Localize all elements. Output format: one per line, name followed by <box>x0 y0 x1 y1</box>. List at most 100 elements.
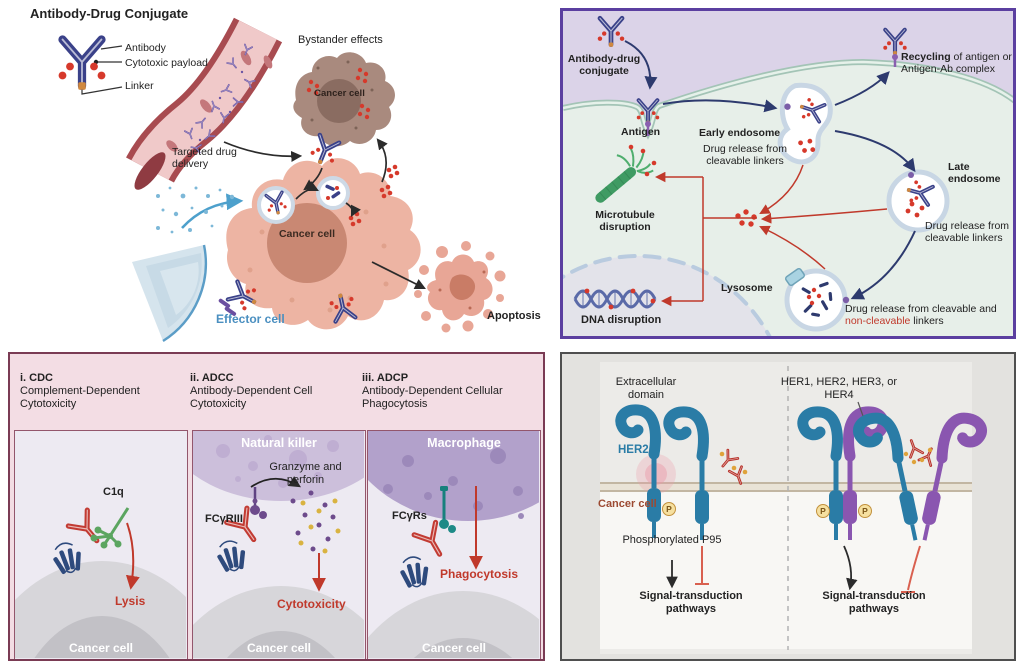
drug-release-lysosome-label: Drug release from cleavable and non-clea… <box>845 303 997 328</box>
apoptosis-cell <box>414 241 506 333</box>
adc-particles-in-vessel <box>183 43 256 154</box>
adcp-abbr: iii. ADCP <box>362 372 409 384</box>
left-inhibition-line <box>695 546 709 585</box>
plasma-membrane <box>600 482 972 492</box>
adcc-antigen <box>213 537 250 575</box>
legend-linker-label: Linker <box>125 80 154 92</box>
adcp-card: Macrophage FCγRs Phagocytosis Cancer cel… <box>367 430 541 659</box>
signal-left-label: Signal-transduction pathways <box>639 590 743 615</box>
cancer-cell-label: Cancer cell <box>278 228 336 240</box>
adc-legend-glyph <box>59 40 106 90</box>
c1q-label: C1q <box>103 486 124 498</box>
adcp-art <box>368 431 539 658</box>
panel-her-signaling: Extracellular domain HER2 Cancer cell Ph… <box>560 352 1016 661</box>
antigen-glyph <box>645 121 651 136</box>
dimer2-inhibition-line <box>901 545 921 593</box>
adc-fragments-on-her2 <box>716 448 749 488</box>
targeted-delivery-label: Targeted drug delivery <box>172 146 237 171</box>
early-endosome <box>777 82 833 165</box>
recycling-label: Recycling of antigen or Antigen-Ab compl… <box>901 51 1013 76</box>
non-cleavable-red-text: non-cleavable <box>845 315 911 328</box>
bystander-effects-label: Bystander effects <box>298 34 383 46</box>
cdc-art <box>15 507 186 658</box>
phospho-circle-dimer-right: P <box>858 504 872 518</box>
signal-right-label: Signal-transduction pathways <box>822 590 926 615</box>
late-endosome <box>886 169 950 233</box>
c1q-glyph <box>90 507 130 549</box>
adcp-cancer-cell-label: Cancer cell <box>421 641 487 655</box>
effector-cell-label: Effector cell <box>216 312 285 326</box>
her2-label: HER2 <box>618 444 649 456</box>
fcgriii-label: FCγRIII <box>205 513 243 525</box>
cdc-arrow <box>125 522 140 590</box>
late-endosome-label: Late endosome <box>948 161 1001 186</box>
effector-receptor <box>218 298 237 316</box>
cytotoxicity-label: Cytotoxicity <box>277 597 346 611</box>
early-endosome-label: Early endosome <box>699 127 781 139</box>
drug-action-arrows <box>654 164 888 307</box>
granzyme-perforin-dots <box>290 490 341 554</box>
trafficking-arrows <box>624 40 916 300</box>
cdc-abbr: i. CDC <box>20 372 53 384</box>
cancer-cell-label-d: Cancer cell <box>598 498 657 510</box>
adcc-cancer-cell-label: Cancer cell <box>246 641 312 655</box>
payload-dots-bystander <box>306 67 371 120</box>
adcp-name: Antibody-Dependent Cellular Phagocytosis <box>362 384 503 410</box>
main-cancer-cell <box>226 158 421 330</box>
cdc-cancer-cell-label: Cancer cell <box>68 641 134 655</box>
cdc-name: Complement-Dependent Cytotoxicity <box>20 384 140 410</box>
granzyme-arrow <box>250 476 301 488</box>
adcc-card: Natural killer Granzyme and perforin FCγ… <box>192 430 366 659</box>
microtubule-disruption-label: Microtubule disruption <box>595 209 655 234</box>
macrophage-label: Macrophage <box>427 436 501 450</box>
nk-cell <box>193 431 364 501</box>
phospho-circle-her2: P <box>662 502 676 516</box>
phospho-circle-dimer-left: P <box>816 504 830 518</box>
flow-arrows <box>223 138 426 289</box>
fcgriii-receptor <box>250 487 267 519</box>
adcc-art <box>193 431 364 658</box>
legend-antibody-label: Antibody <box>125 42 166 54</box>
dimer1-signal-arrow <box>843 545 858 591</box>
panel-adc-overview: Antibody-Drug Conjugate Antibody Cytotox… <box>0 0 556 350</box>
cell-membrane <box>563 58 1013 140</box>
dna-helix <box>573 288 657 310</box>
legend-payload-label: Cytotoxic payload <box>125 57 208 69</box>
drug-release-early-label: Drug release from cleavable linkers <box>702 143 788 168</box>
adcp-header: iii. ADCP Antibody-Dependent Cellular Ph… <box>362 372 537 411</box>
panel-effector-mechanisms: i. CDC Complement-Dependent Cytotoxicity… <box>8 352 545 661</box>
adc-label: Antibody-drug conjugate <box>567 53 641 78</box>
extracellular-domain-label: Extracellular domain <box>615 376 677 401</box>
phagocytosis-label: Phagocytosis <box>440 567 519 581</box>
recycling-rest: of antigen or Antigen-Ab complex <box>901 51 1012 76</box>
effector-secretion <box>156 186 244 234</box>
adcc-header: ii. ADCC Antibody-Dependent Cell Cytotox… <box>190 372 355 411</box>
degradation-vesicle <box>316 176 350 210</box>
adcc-cancer-cell <box>193 586 364 658</box>
adc-overview-art <box>0 17 506 343</box>
fcgr-receptor <box>439 486 456 533</box>
adcc-abbr: ii. ADCC <box>190 372 234 384</box>
her-family-label: HER1, HER2, HER3, or HER4 <box>780 376 898 401</box>
adcp-cancer-cell <box>368 591 539 658</box>
adc-fragments-between-dimer <box>903 436 939 467</box>
fcgrs-label: FCγRs <box>392 510 427 522</box>
apoptosis-label: Apoptosis <box>487 310 541 322</box>
cdc-header: i. CDC Complement-Dependent Cytotoxicity <box>20 372 180 411</box>
bystander-cell-label: Cancer cell <box>314 88 365 99</box>
panel-a-title: Antibody-Drug Conjugate <box>30 6 189 21</box>
cdc-card: C1q Lysis Cancer cell <box>14 430 188 659</box>
effector-cell <box>132 244 207 343</box>
released-payload-dots <box>348 164 400 227</box>
natural-killer-label: Natural killer <box>241 436 317 450</box>
recycling-bold: Recycling <box>901 51 951 63</box>
dna-disruption-label: DNA disruption <box>581 314 662 326</box>
lysosome <box>784 267 850 332</box>
internalization-art <box>563 11 1013 336</box>
antigen-label: Antigen <box>621 126 661 138</box>
panel-internalization: Antibody-drug conjugate Antigen Early en… <box>560 8 1016 339</box>
granzyme-label: Granzyme and perforin <box>269 461 342 486</box>
her-family-pointer <box>857 401 864 417</box>
adcc-name: Antibody-Dependent Cell Cytotoxicity <box>190 384 313 410</box>
